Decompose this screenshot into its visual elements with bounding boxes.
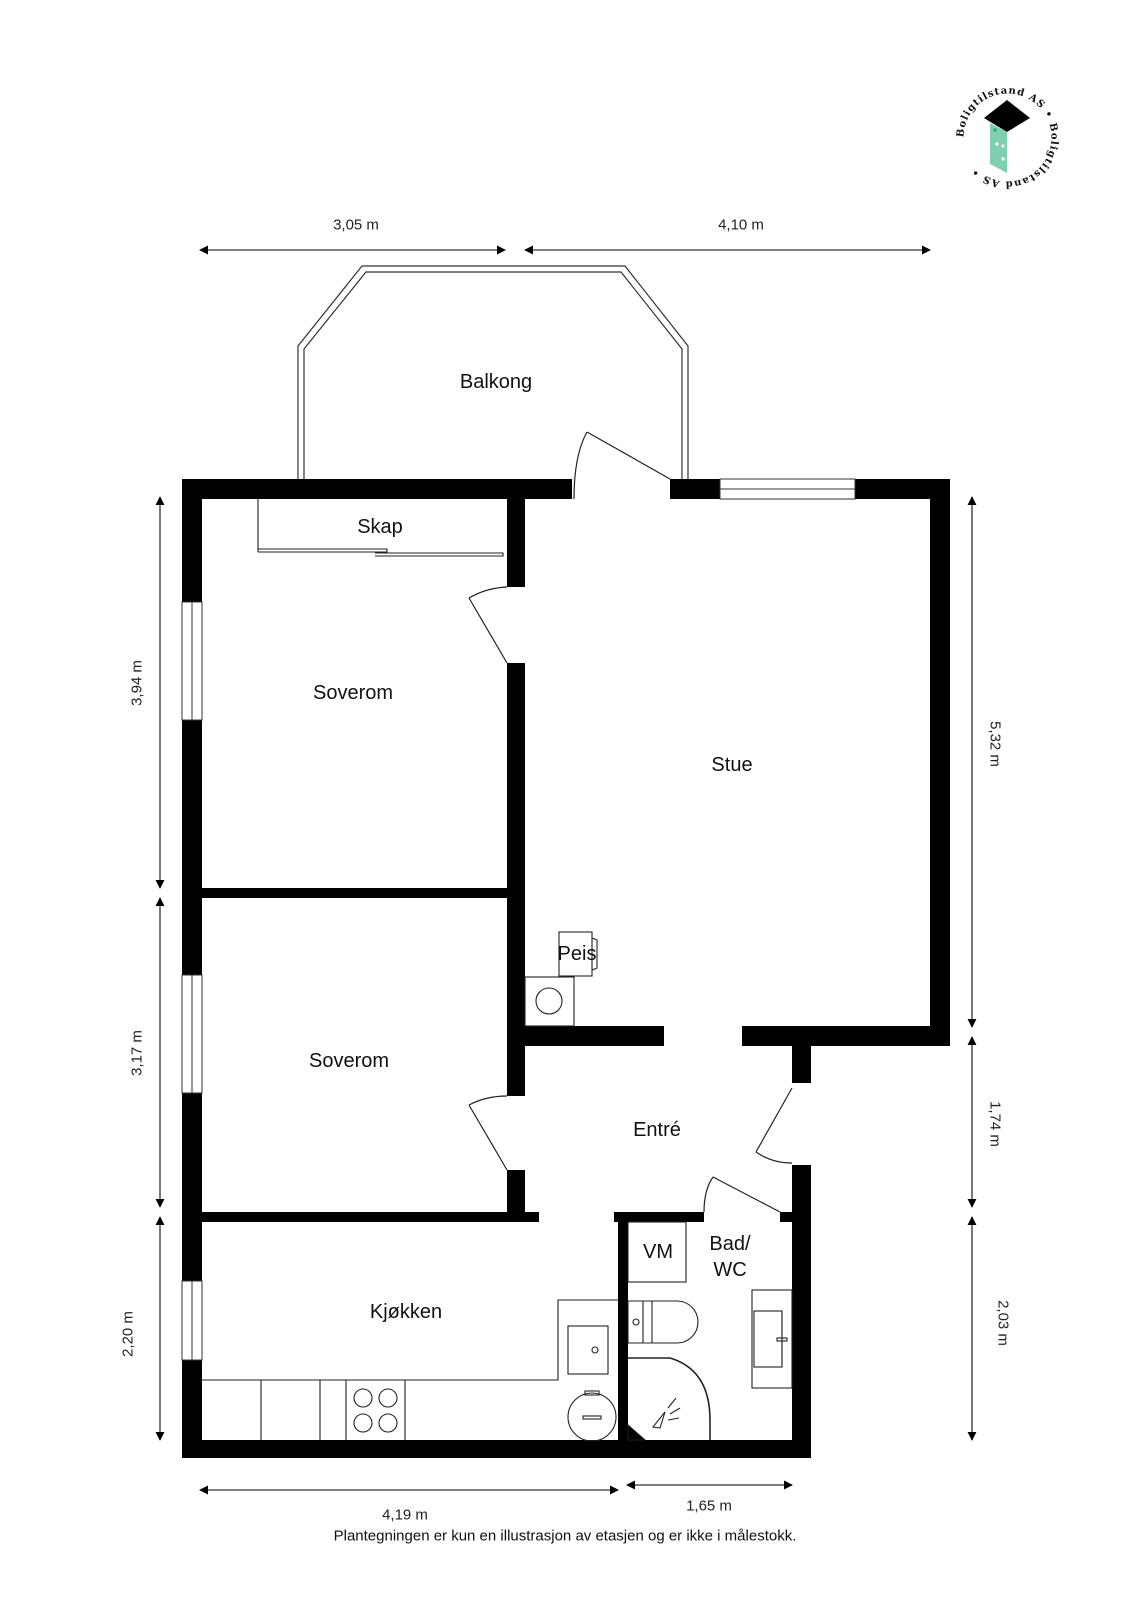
kitchen-counter bbox=[202, 1299, 618, 1442]
dimension-left-top: 3,94 m bbox=[128, 660, 146, 706]
dimension-lines bbox=[155, 245, 977, 1495]
room-label-peis: Peis bbox=[557, 943, 597, 965]
dimension-bottom-right: 1,65 m bbox=[686, 1497, 732, 1515]
room-label-vm: VM bbox=[643, 1241, 673, 1263]
dimension-right-top: 5,32 m bbox=[986, 721, 1004, 767]
room-label-bad-wc-line2: WC bbox=[713, 1259, 747, 1281]
room-label-soverom-2: Soverom bbox=[308, 1050, 390, 1072]
closet bbox=[257, 499, 504, 557]
room-label-kjokken: Kjøkken bbox=[369, 1301, 443, 1323]
windows bbox=[181, 478, 856, 1361]
fireplace bbox=[524, 931, 598, 1027]
dimension-left-mid: 3,17 m bbox=[128, 1030, 146, 1076]
logo-badge-icon: Boligtilstand AS • Boligtilstand AS • bbox=[955, 85, 1058, 189]
walls bbox=[182, 479, 950, 1458]
room-label-soverom-1: Soverom bbox=[312, 682, 394, 704]
doors bbox=[468, 431, 793, 1213]
room-label-entre: Entré bbox=[633, 1119, 681, 1141]
bathroom-fixtures bbox=[627, 1221, 793, 1441]
room-label-balkong: Balkong bbox=[459, 371, 533, 393]
dimension-right-bottom: 2,03 m bbox=[994, 1300, 1012, 1346]
dimension-top-left: 3,05 m bbox=[333, 216, 379, 234]
room-label-stue: Stue bbox=[711, 754, 753, 776]
dimension-bottom-left: 4,19 m bbox=[382, 1506, 428, 1524]
dimension-right-mid: 1,74 m bbox=[986, 1101, 1004, 1147]
balcony-railing bbox=[297, 265, 689, 479]
room-label-skap: Skap bbox=[357, 516, 403, 538]
dimension-left-bottom: 2,20 m bbox=[119, 1311, 137, 1357]
disclaimer-text: Plantegningen er kun en illustrasjon av … bbox=[333, 1527, 797, 1545]
company-logo: Boligtilstand AS • Boligtilstand AS • bbox=[950, 80, 1065, 195]
room-label-bad-wc-line1: Bad/ bbox=[709, 1233, 751, 1255]
dimension-top-right: 4,10 m bbox=[718, 216, 764, 234]
